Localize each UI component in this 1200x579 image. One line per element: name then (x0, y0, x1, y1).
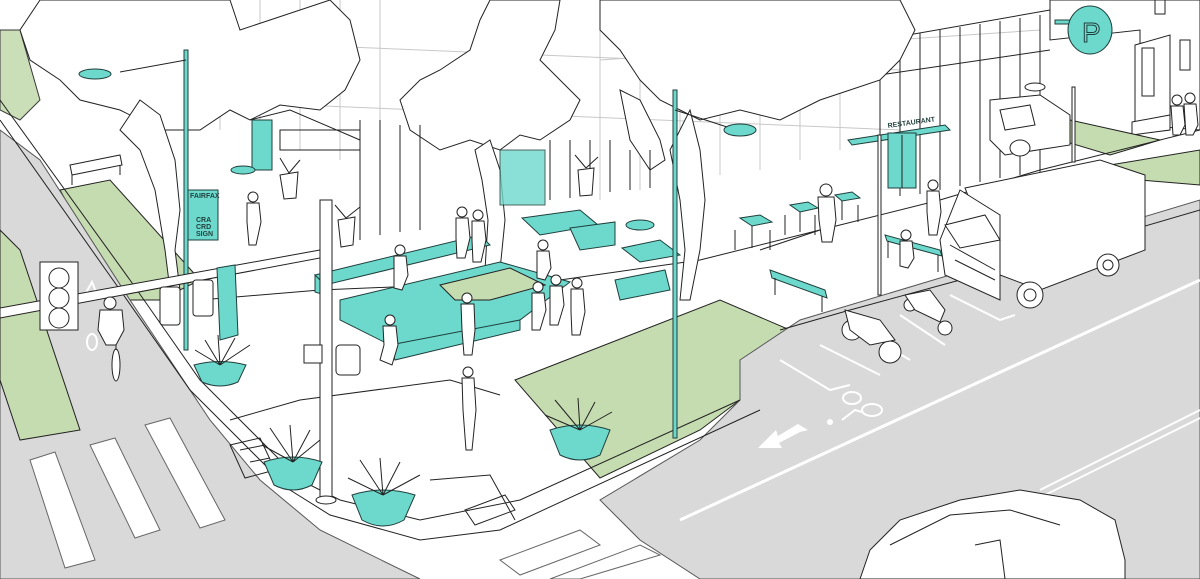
person (531, 281, 547, 331)
arrow-left-down-icon (758, 424, 808, 448)
person (899, 229, 915, 269)
parked-car (989, 94, 1071, 157)
trash-bins (159, 279, 214, 326)
people (246, 92, 1199, 451)
person (461, 366, 477, 451)
person (379, 314, 399, 366)
person (926, 179, 942, 236)
svg-text:CRD: CRD (196, 224, 211, 231)
bicycle-marking-icon (827, 391, 883, 425)
glass-window (499, 149, 546, 206)
info-kiosk (216, 264, 239, 341)
person (455, 206, 471, 259)
person (393, 244, 409, 291)
left-median (0, 229, 81, 441)
wayfinding-title: FAIRFAX (190, 193, 220, 200)
bench (69, 154, 123, 185)
person (471, 209, 487, 263)
planter (574, 154, 599, 197)
person (460, 292, 476, 356)
lane-lines (679, 278, 1200, 522)
planter (193, 334, 251, 387)
person (570, 277, 586, 336)
glass-door (251, 119, 273, 171)
delivery-truck (939, 159, 1146, 309)
traffic-signal (0, 199, 337, 505)
crosswalk (29, 417, 662, 579)
cafe-tables (734, 191, 862, 250)
planters (193, 154, 613, 527)
building-door (1141, 47, 1155, 97)
parking-sign: P (1054, 5, 1113, 55)
utility-box (303, 344, 323, 364)
wayfinding-sign: FAIRFAX CRA CRD SIGN (187, 189, 220, 241)
person (1170, 94, 1186, 136)
trash-bin (159, 286, 181, 326)
person (536, 239, 552, 281)
planter (544, 397, 613, 461)
person (549, 274, 565, 326)
plaza-building (249, 109, 651, 240)
svg-text:CRA: CRA (196, 217, 211, 224)
person (817, 183, 837, 243)
planter (334, 204, 361, 248)
street-lights (78, 49, 1076, 439)
bench (769, 269, 828, 312)
planter (279, 157, 301, 200)
parking-icon: P (1082, 17, 1101, 48)
person (1183, 92, 1199, 136)
street-light (1024, 82, 1076, 163)
scooter (903, 289, 953, 336)
cafe-table (734, 214, 774, 250)
person (246, 191, 262, 246)
svg-text:SIGN: SIGN (196, 231, 213, 238)
planter (347, 457, 421, 527)
street-light (877, 134, 882, 296)
planter (261, 424, 323, 491)
foreground-car (859, 489, 1126, 579)
benches (69, 154, 943, 312)
trees (19, 0, 916, 301)
cyclist (97, 296, 125, 382)
cafe-table (784, 201, 820, 235)
motorcycle (841, 309, 902, 364)
trash-bin (192, 279, 214, 317)
restaurant-facade: RESTAURANT (847, 116, 952, 189)
street-light (672, 89, 757, 439)
newspaper-box (335, 344, 361, 376)
